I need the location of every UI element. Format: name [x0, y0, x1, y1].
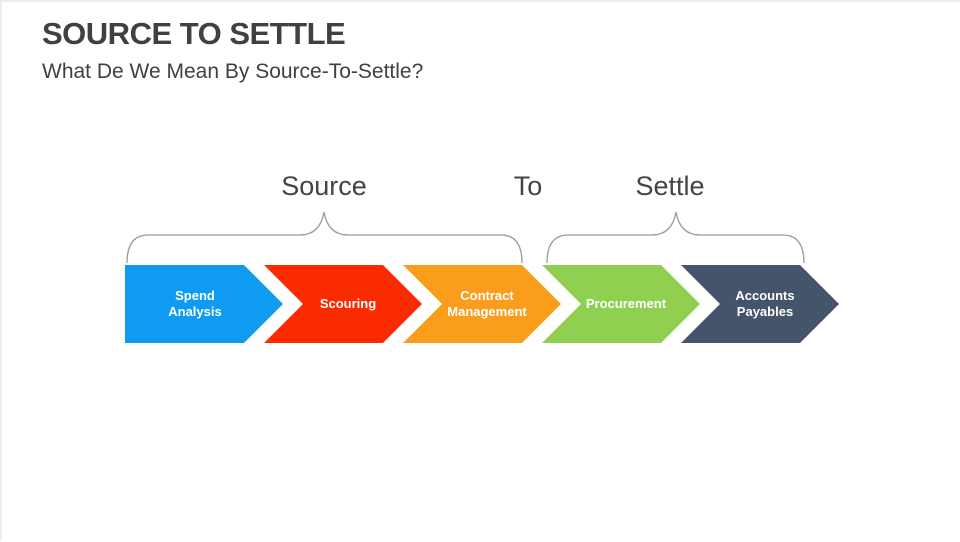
source-brace — [126, 211, 523, 264]
brace-label-settle: Settle — [635, 171, 705, 201]
step-procurement: Procurement — [542, 265, 700, 343]
step-label: Accounts Payables — [735, 288, 795, 319]
step-label: Spend Analysis — [168, 288, 222, 319]
brace-label-to: To — [513, 171, 543, 201]
step-label: Procurement — [585, 296, 667, 311]
step-label: Scouring — [319, 296, 377, 311]
settle-brace — [546, 211, 805, 264]
step-accounts-payables: Accounts Payables — [681, 265, 839, 343]
step-label: Contract Management — [447, 288, 527, 319]
process-flow: Spend Analysis Scouring Contract Managem… — [125, 265, 842, 343]
step-scouring: Scouring — [264, 265, 422, 343]
brace-label-source: Source — [281, 171, 367, 201]
slide-subtitle: What De We Mean By Source-To-Settle? — [42, 60, 424, 83]
step-contract-management: Contract Management — [403, 265, 561, 343]
page-title: SOURCE TO SETTLE — [42, 16, 346, 51]
step-spend-analysis: Spend Analysis — [125, 265, 283, 343]
